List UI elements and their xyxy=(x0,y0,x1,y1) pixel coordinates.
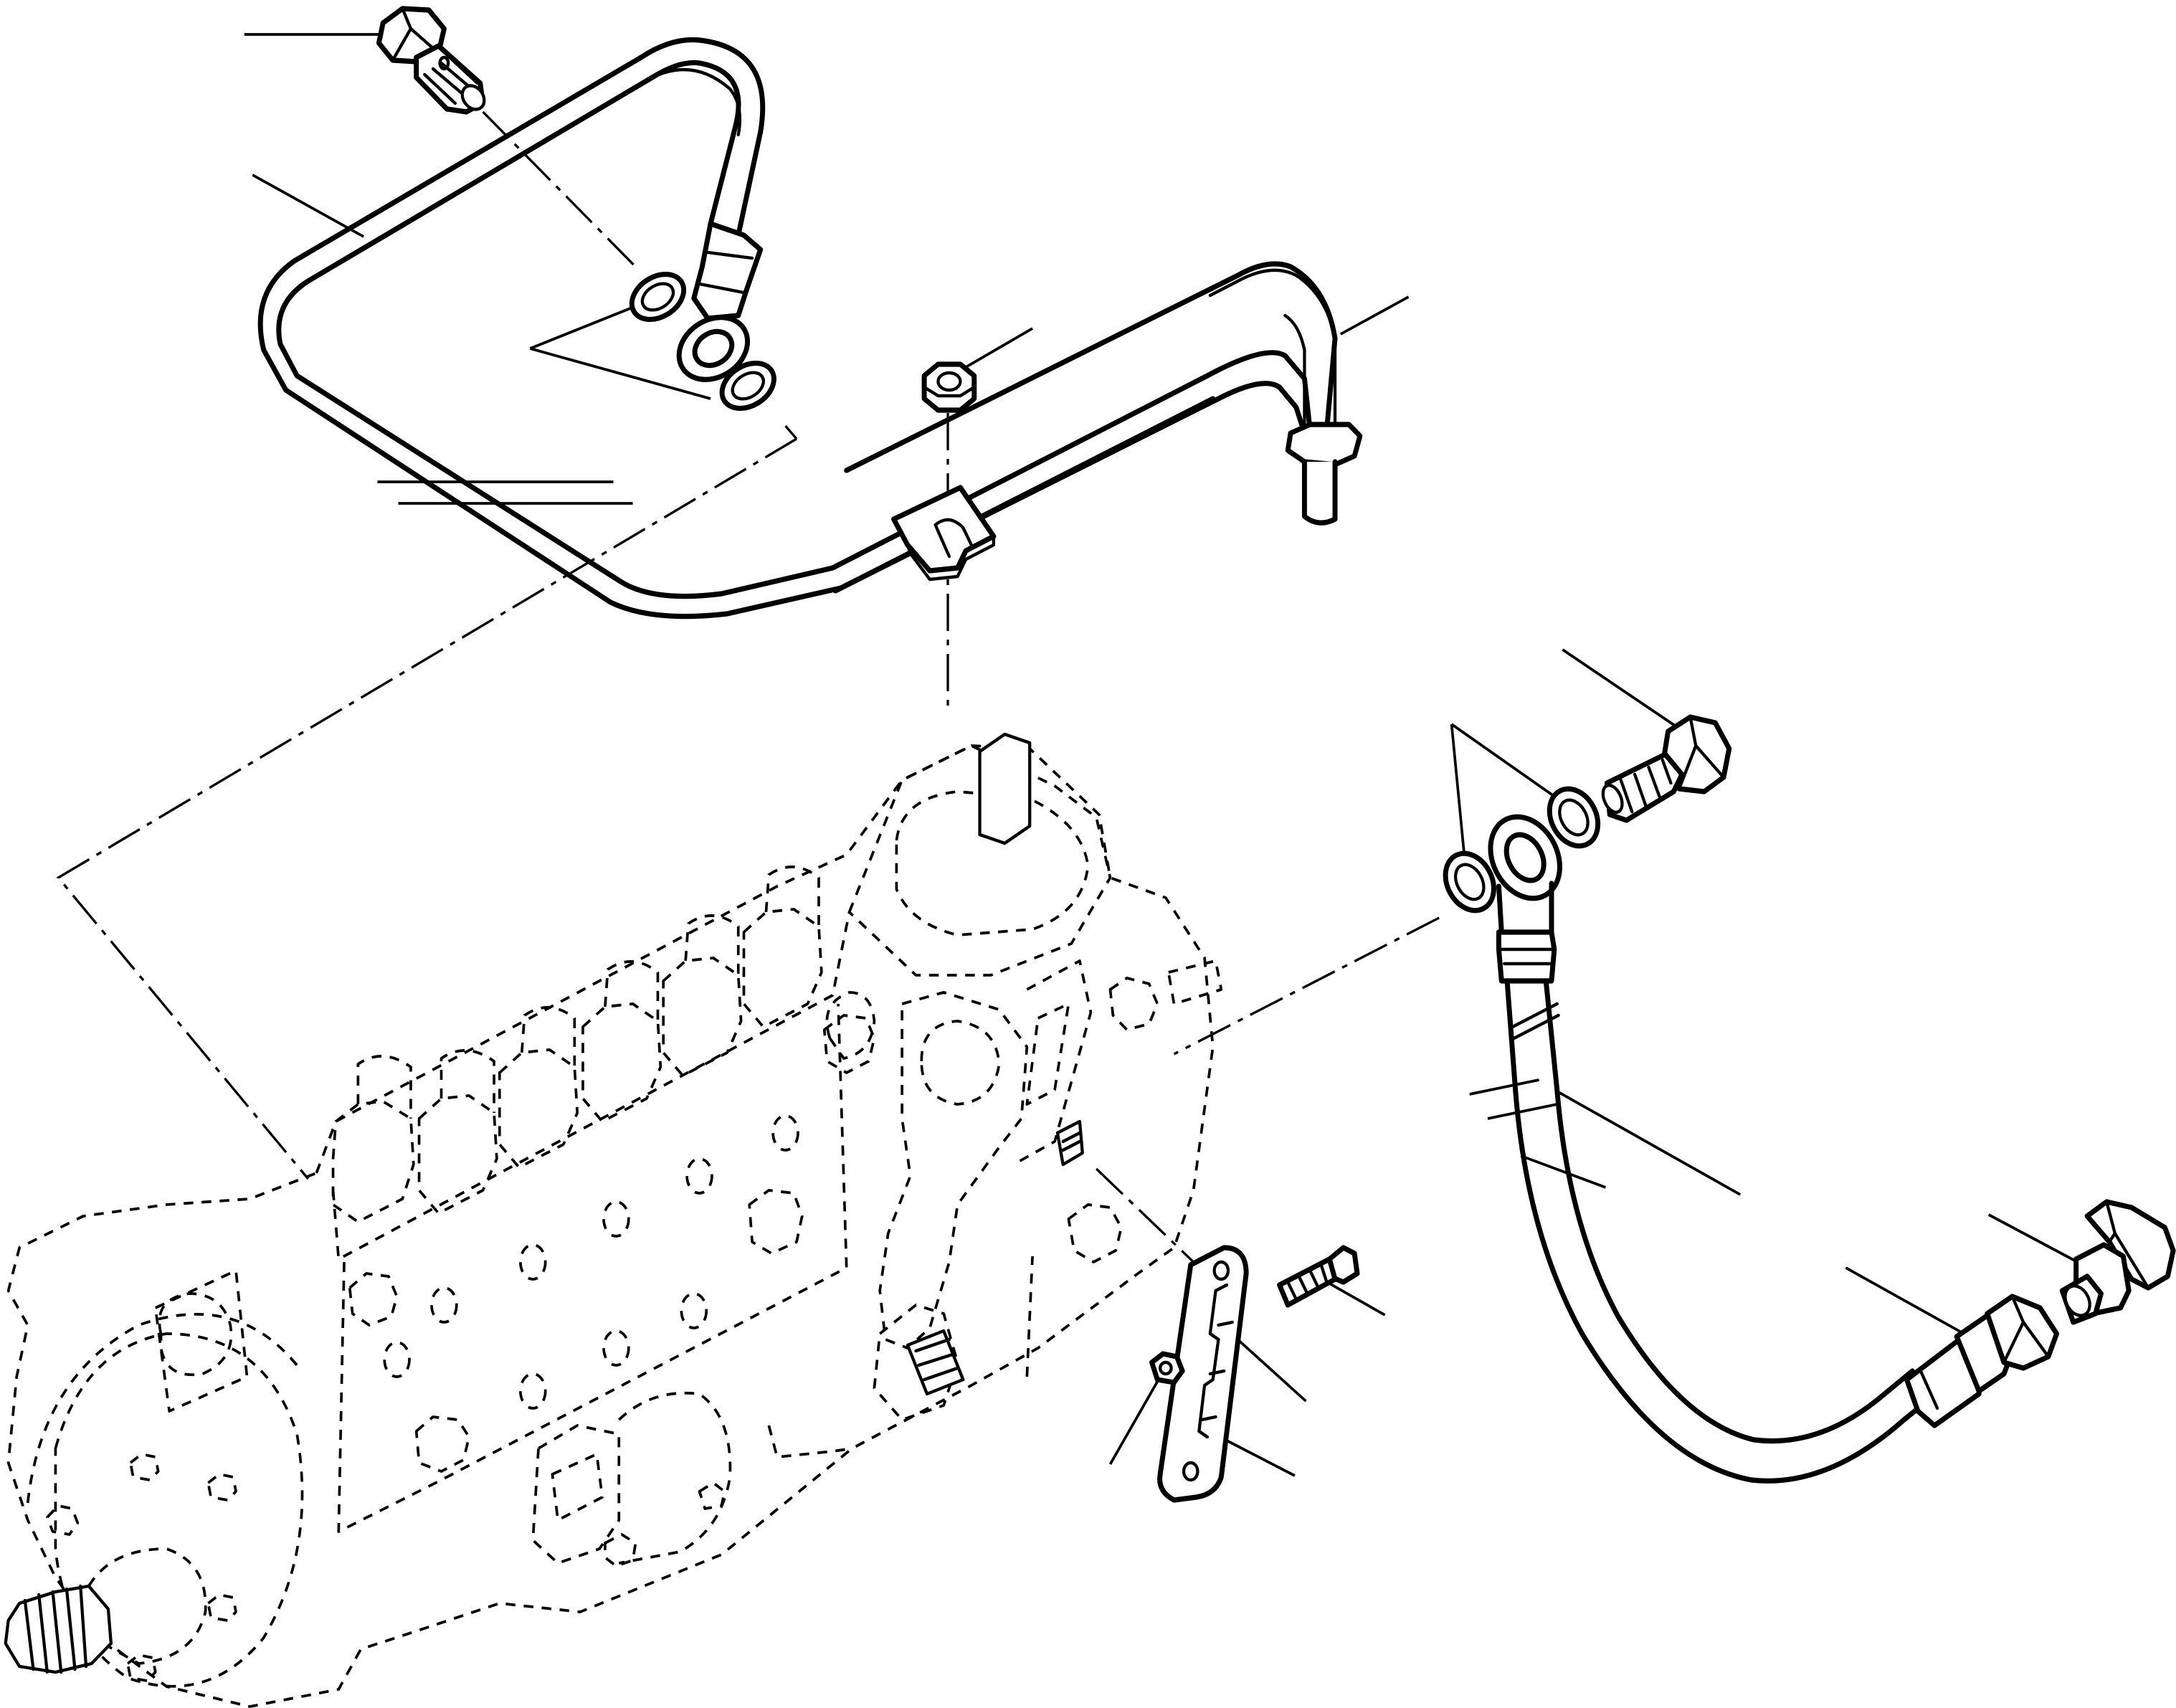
nut xyxy=(921,361,977,413)
slotted-bracket xyxy=(1157,1245,1249,1503)
elbow-adapter xyxy=(2059,1199,2176,1325)
sealing-washers-right xyxy=(1443,786,1601,914)
injection-pump xyxy=(4,732,1223,1708)
bracket-nut xyxy=(1149,1351,1185,1385)
sealing-washers-top xyxy=(629,271,776,412)
feed-hose xyxy=(1488,814,2060,1484)
pump-delivery-valves xyxy=(331,865,823,1223)
pump-inspection-plugs xyxy=(383,1114,799,1410)
assembly-centerlines xyxy=(56,110,1440,1263)
slotted-clip xyxy=(891,485,997,582)
banjo-bolt-right xyxy=(1601,714,1732,823)
adjusting-screw xyxy=(1277,1245,1360,1308)
banjo-bolt-top xyxy=(376,6,486,115)
leader-lines xyxy=(244,33,2078,1477)
fuel-return-pipe xyxy=(257,37,1363,620)
pump-flange-bolts xyxy=(45,1453,237,1682)
